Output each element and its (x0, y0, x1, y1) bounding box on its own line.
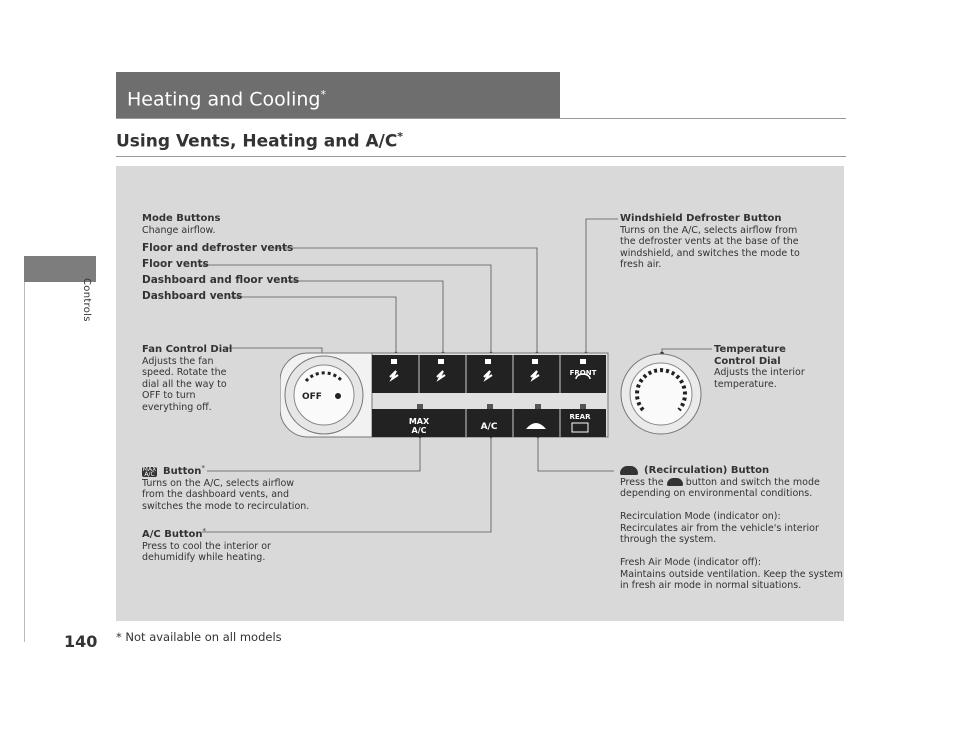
heading-rule (116, 156, 846, 157)
temperature-control-label: Temperature Control Dial Adjusts the int… (714, 344, 805, 390)
line-floor-defroster (272, 247, 538, 354)
lower-button-row (372, 409, 606, 437)
recirculation-label: (Recirculation) Button Press the button … (620, 465, 843, 591)
floor-defroster-vents-label: Floor and defroster vents (142, 242, 294, 254)
section-banner: Heating and Cooling* (116, 72, 560, 118)
fan-title: Fan Control Dial (142, 344, 233, 355)
recirculation-icon (526, 423, 546, 429)
rear-defrost-icon (571, 422, 589, 433)
fan-off-text: OFF (302, 392, 322, 402)
panel-max-bottom: A/C (412, 426, 427, 435)
line-ac (202, 436, 492, 533)
fan-icon (335, 393, 341, 399)
ac-button-label: A/C Button* Press to cool the interior o… (142, 527, 271, 564)
floor-defroster-vents-icon (530, 370, 540, 382)
section-rule (24, 282, 25, 642)
mode-buttons-title: Mode Buttons (142, 213, 221, 224)
temperature-dial (620, 353, 702, 435)
banner-title: Heating and Cooling (127, 88, 321, 111)
panel-max-top: MAX (409, 417, 430, 426)
dashboard-floor-vents-label: Dashboard and floor vents (142, 274, 300, 286)
front-label: FRONT (570, 369, 597, 377)
line-dash (230, 296, 397, 354)
line-max (207, 436, 421, 472)
heading-title: Using Vents, Heating and A/C (116, 131, 398, 152)
mode-buttons-desc: Change airflow. (142, 224, 216, 236)
windshield-defroster-label: Windshield Defroster Button Turns on the… (620, 213, 800, 270)
dashboard-vents-label: Dashboard vents (142, 290, 243, 302)
line-dash-floor (282, 280, 444, 354)
floor-vents-label: Floor vents (142, 258, 209, 270)
dashboard-floor-vents-icon (436, 370, 446, 382)
panel-ac-text: A/C (481, 422, 498, 432)
page-number: 140 (64, 632, 98, 651)
line-windshield (585, 218, 618, 354)
windshield-title: Windshield Defroster Button (620, 213, 782, 224)
fan-control-label: Fan Control Dial Adjusts the fan speed. … (142, 344, 233, 413)
ac-title: A/C Button (142, 529, 203, 541)
recirc-title: (Recirculation) Button (644, 465, 770, 476)
recirculation-mini-icon (620, 466, 638, 475)
heading-mark: * (397, 130, 404, 143)
section-tab (24, 256, 96, 282)
line-recirc (537, 436, 614, 472)
rear-label: REAR (570, 413, 592, 421)
floor-vents-icon (483, 370, 493, 382)
max-ac-title: Button (163, 466, 202, 478)
footnote: * Not available on all models (116, 630, 282, 644)
mode-buttons-label: Mode Buttons Change airflow. (142, 213, 221, 236)
dashboard-vents-icon (389, 370, 399, 382)
line-floor (200, 264, 492, 354)
recirculation-inline-icon (666, 478, 683, 486)
front-defrost-icon (575, 373, 591, 380)
banner-mark: * (320, 88, 326, 101)
page-heading: Using Vents, Heating and A/C* (116, 130, 403, 152)
banner-rule (116, 118, 846, 119)
climate-control-panel: OFF FRONT MAX A/C A/C REAR (280, 352, 609, 438)
